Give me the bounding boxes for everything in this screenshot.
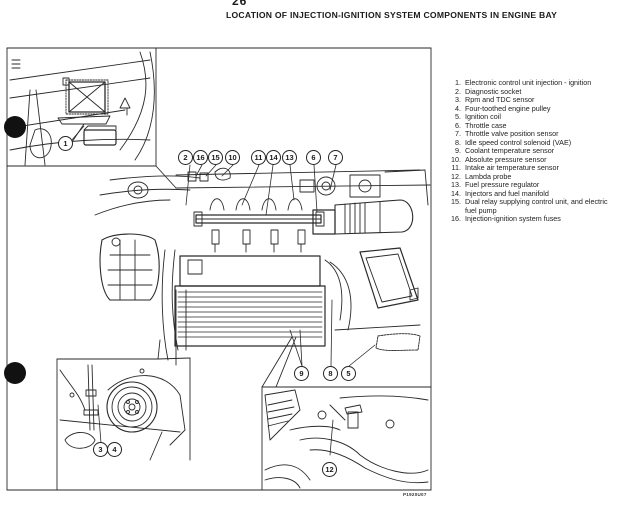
engine-bay-drawing (6, 47, 432, 491)
callout-12: 12 (322, 462, 337, 477)
legend-item: 14. Injectors and fuel manifold (449, 188, 619, 199)
legend-item: 12. Lambda probe (449, 171, 619, 182)
legend-item: 7. Throttle valve position sensor (449, 129, 619, 139)
legend-number: 9. (455, 146, 461, 155)
callout-10: 10 (225, 150, 240, 165)
leader-lines (70, 125, 376, 456)
legend-item: 5. Ignition coil (449, 112, 619, 122)
legend-item: 2. Diagnostic socket (449, 86, 619, 97)
callout-13: 13 (282, 150, 297, 165)
legend-text: Injectors and fuel manifold (465, 188, 549, 198)
legend-text: Throttle case (465, 120, 507, 130)
legend-number: 14. (451, 188, 461, 198)
legend-text: Dual relay supplying control unit, and e… (465, 197, 608, 215)
legend-number: 7. (455, 129, 461, 138)
page-title: LOCATION OF INJECTION-IGNITION SYSTEM CO… (226, 10, 558, 20)
legend-number: 2. (455, 86, 461, 96)
legend-text: Coolant temperature sensor (465, 146, 555, 155)
engine-bay-figure: 1 2 16 15 10 11 14 13 6 7 9 8 5 3 4 12 P… (4, 47, 432, 497)
legend-text: Electronic control unit injection - igni… (465, 78, 592, 87)
legend-text: Absolute pressure sensor (465, 154, 547, 164)
legend-number: 5. (455, 112, 461, 121)
punch-hole-top (4, 116, 26, 138)
legend-text: Injection-ignition system fuses (465, 214, 561, 223)
legend-text: Throttle valve position sensor (465, 129, 559, 138)
legend-number: 3. (455, 95, 461, 104)
legend-number: 10. (451, 154, 461, 164)
legend-number: 6. (455, 120, 461, 130)
callout-16: 16 (193, 150, 208, 165)
engine-main (94, 167, 431, 366)
legend-item: 1. Electronic control unit injection - ig… (449, 78, 619, 88)
callout-15: 15 (208, 150, 223, 165)
callout-2: 2 (178, 150, 193, 165)
legend-text: Idle speed control solenoid (VAE) (465, 137, 572, 147)
legend-number: 8. (455, 137, 461, 147)
lambda-inset (261, 336, 432, 491)
legend-item: 15. Dual relay supplying control unit, an… (449, 197, 619, 215)
legend-item: 11. Intake air temperature sensor (449, 163, 619, 173)
punch-hole-bottom (4, 362, 26, 384)
callout-14: 14 (266, 150, 281, 165)
legend-item: 8. Idle speed control solenoid (VAE) (449, 137, 619, 148)
legend-text: Four-toothed engine pulley (465, 103, 551, 113)
page-number: 26 (232, 0, 248, 8)
figure-code: P1920U07 (403, 492, 427, 497)
legend-text: Ignition coil (465, 112, 501, 121)
legend-number: 12. (451, 171, 461, 181)
legend-item: 10. Absolute pressure sensor (449, 154, 619, 165)
callout-4: 4 (107, 442, 122, 457)
component-legend: 1. Electronic control unit injection - ig… (449, 78, 619, 224)
legend-text: Lambda probe (465, 171, 512, 181)
legend-number: 13. (451, 180, 461, 189)
callout-11: 11 (251, 150, 266, 165)
legend-text: Fuel pressure regulator (465, 180, 540, 189)
legend-number: 15. (451, 197, 461, 206)
legend-item: 16. Injection-ignition system fuses (449, 214, 619, 224)
legend-text: Intake air temperature sensor (465, 163, 559, 172)
callout-1: 1 (58, 136, 73, 151)
legend-number: 4. (455, 103, 461, 113)
legend-item: 9. Coolant temperature sensor (449, 146, 619, 156)
callout-9: 9 (294, 366, 309, 381)
callout-8: 8 (323, 366, 338, 381)
legend-item: 6. Throttle case (449, 120, 619, 131)
injectors (211, 229, 306, 253)
legend-number: 11. (451, 163, 461, 172)
callout-6: 6 (306, 150, 321, 165)
cooling-fins (177, 291, 323, 338)
callout-3: 3 (93, 442, 108, 457)
legend-text: Rpm and TDC sensor (465, 95, 535, 104)
ecu-inset (6, 47, 177, 189)
pulley-inset (56, 339, 191, 491)
callout-7: 7 (328, 150, 343, 165)
legend-item: 13. Fuel pressure regulator (449, 180, 619, 190)
legend-item: 3. Rpm and TDC sensor (449, 95, 619, 105)
callout-5: 5 (341, 366, 356, 381)
legend-item: 4. Four-toothed engine pulley (449, 103, 619, 114)
legend-text: Diagnostic socket (465, 86, 522, 96)
legend-number: 16. (451, 214, 461, 223)
legend-number: 1. (455, 78, 461, 87)
